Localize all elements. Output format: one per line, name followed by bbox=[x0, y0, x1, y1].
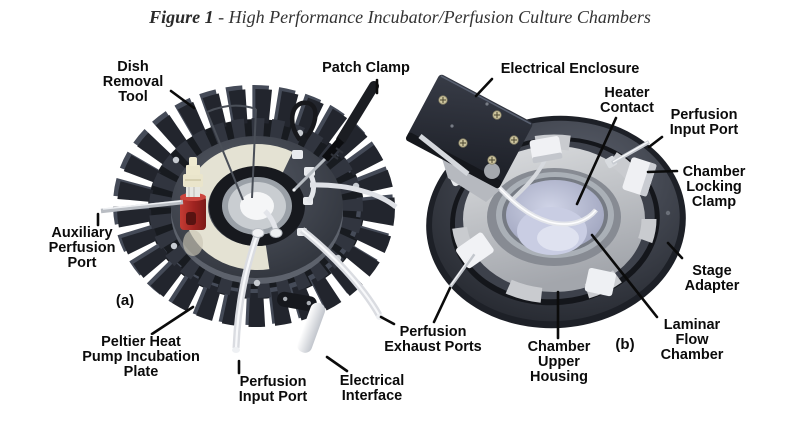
callout-line bbox=[432, 286, 452, 324]
callout-line bbox=[325, 355, 349, 373]
callout-line bbox=[590, 233, 659, 319]
callout-line bbox=[150, 305, 195, 336]
label-perfusion-input-port-a: Perfusion Input Port bbox=[238, 374, 308, 405]
label-electrical-enclosure: Electrical Enclosure bbox=[500, 61, 640, 77]
label-electrical-interface: Electrical Interface bbox=[339, 373, 405, 404]
label-peltier-plate: Peltier Heat Pump Incubation Plate bbox=[82, 334, 200, 380]
figure-number: Figure 1 bbox=[149, 7, 214, 27]
electrical-interface-plug bbox=[277, 291, 326, 353]
label-heater-contact: Heater Contact bbox=[600, 85, 654, 116]
callout-line bbox=[379, 315, 396, 326]
label-perfusion-exhaust-ports: Perfusion Exhaust Ports bbox=[384, 324, 482, 355]
patch-clamp-probe bbox=[292, 81, 379, 192]
callout-lines bbox=[96, 77, 684, 375]
enclosure-screws bbox=[438, 95, 519, 165]
title-separator: - bbox=[213, 7, 229, 27]
perfusion-tubes bbox=[232, 169, 398, 353]
callout-line bbox=[647, 135, 664, 149]
panel-b-caption: (b) bbox=[615, 336, 635, 353]
panel-a-caption: (a) bbox=[115, 292, 135, 309]
perfusion-input-pin bbox=[604, 140, 650, 169]
callout-line bbox=[646, 169, 679, 174]
label-perfusion-input-port-b: Perfusion Input Port bbox=[669, 107, 739, 138]
heater-contact-wires bbox=[490, 159, 598, 227]
label-patch-clamp: Patch Clamp bbox=[322, 60, 410, 76]
label-chamber-upper-housing: Chamber Upper Housing bbox=[527, 339, 591, 385]
label-laminar-flow-chamber: Laminar Flow Chamber bbox=[660, 317, 724, 363]
label-stage-adapter: Stage Adapter bbox=[684, 263, 740, 294]
label-dish-removal-tool: Dish Removal Tool bbox=[102, 59, 164, 105]
auxiliary-perfusion-bottle bbox=[180, 157, 206, 256]
label-auxiliary-perfusion-port: Auxiliary Perfusion Port bbox=[48, 225, 116, 271]
cable-loop bbox=[289, 100, 318, 142]
auxiliary-port-tube bbox=[100, 199, 184, 214]
incubator-chamber-b-illustration bbox=[405, 74, 686, 329]
figure-title-text: High Performance Incubator/Perfusion Cul… bbox=[228, 7, 651, 27]
label-chamber-locking-clamp: Chamber Locking Clamp bbox=[682, 164, 746, 210]
figure-title: Figure 1 - High Performance Incubator/Pe… bbox=[0, 7, 800, 28]
adapter-pin-hole bbox=[665, 210, 671, 216]
dish-removal-tool-wire bbox=[206, 104, 257, 201]
incubator-chamber-a-illustration bbox=[100, 81, 398, 353]
callout-line bbox=[666, 241, 684, 260]
electrical-enclosure-box bbox=[405, 74, 533, 202]
callout-line bbox=[474, 77, 494, 98]
glass-window bbox=[496, 172, 614, 258]
callout-line bbox=[169, 89, 196, 110]
callout-line bbox=[575, 116, 618, 206]
